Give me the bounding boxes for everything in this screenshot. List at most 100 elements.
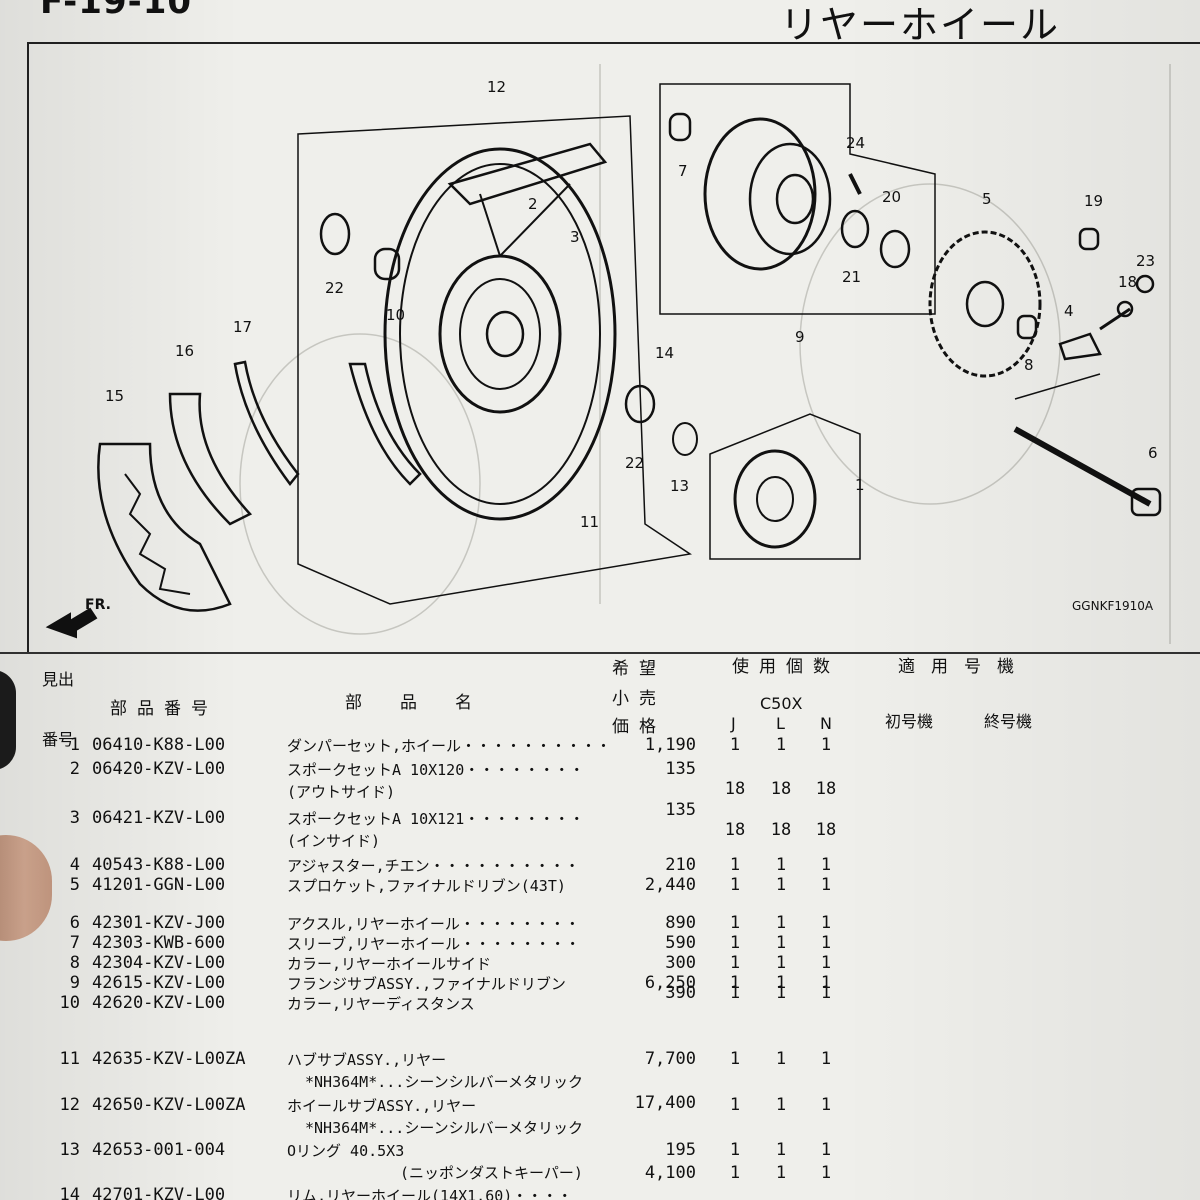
callout: 1 bbox=[855, 476, 865, 494]
qty-n: 1 bbox=[820, 1049, 832, 1069]
part-name: アジャスター,チエン・・・・・・・・・・ bbox=[287, 857, 580, 875]
price-header-1: 希望 bbox=[612, 659, 666, 679]
price: 1,190 bbox=[644, 735, 696, 755]
qty-j: 1 bbox=[729, 953, 741, 973]
stud-bolt bbox=[848, 173, 862, 195]
callout: 3 bbox=[570, 228, 580, 246]
callout: 22 bbox=[325, 279, 344, 297]
part-number: 42304-KZV-L00 bbox=[92, 953, 226, 973]
wheel-damper bbox=[733, 449, 817, 549]
ref-no: 11 bbox=[59, 1049, 80, 1069]
bearing bbox=[840, 209, 870, 249]
callout: 7 bbox=[678, 162, 688, 180]
final-driven-flange bbox=[703, 117, 832, 271]
qty-j: 18 bbox=[724, 779, 746, 799]
qty-n: 1 bbox=[820, 735, 832, 755]
callout: 20 bbox=[882, 188, 901, 206]
axle-head bbox=[1130, 487, 1162, 517]
callout: 11 bbox=[580, 513, 599, 531]
qty-l: 1 bbox=[775, 735, 787, 755]
model-header: C50X bbox=[760, 694, 803, 713]
qty-j: 1 bbox=[729, 983, 741, 1003]
callout: 2 bbox=[528, 195, 538, 213]
bleed-through-area bbox=[900, 700, 1200, 1200]
bearing bbox=[319, 212, 351, 256]
binder-ring bbox=[0, 670, 16, 770]
price: 890 bbox=[665, 913, 696, 933]
qty-n: 1 bbox=[820, 953, 832, 973]
qty-n: 18 bbox=[815, 779, 837, 799]
callout: 12 bbox=[487, 78, 506, 96]
chain-adjuster bbox=[1058, 332, 1102, 361]
qty-j: 1 bbox=[729, 913, 741, 933]
exploded-diagram: FR. GGNKF1910A 1 2 3 4 5 6 7 8 9 10 11 1… bbox=[30, 44, 1200, 650]
qty-l: 1 bbox=[775, 875, 787, 895]
qty-l: 1 bbox=[775, 983, 787, 1003]
part-name: フランジサブASSY.,ファイナルドリブン bbox=[287, 975, 566, 993]
qty-l: 1 bbox=[775, 973, 787, 993]
qty-j: 1 bbox=[729, 1049, 741, 1069]
part-name: ホイールサブASSY.,リヤー bbox=[287, 1097, 477, 1115]
front-arrow-icon bbox=[45, 607, 98, 639]
qty-l: 18 bbox=[770, 820, 792, 840]
part-number: 42701-KZV-L00 bbox=[92, 1185, 226, 1200]
ref-no: 6 bbox=[69, 913, 80, 933]
part-number: 42653-001-004 bbox=[92, 1140, 226, 1160]
nut bbox=[1116, 300, 1134, 318]
callout: 17 bbox=[233, 318, 252, 336]
qty-j: 1 bbox=[729, 973, 741, 993]
adjuster-bolt bbox=[1099, 307, 1131, 331]
qty-j: 1 bbox=[729, 1140, 741, 1160]
callout: 6 bbox=[1148, 444, 1158, 462]
part-number: 42615-KZV-L00 bbox=[92, 973, 226, 993]
price-header-2: 小売 bbox=[612, 689, 666, 709]
part-number-header: 部品番号 bbox=[110, 699, 218, 719]
sleeve bbox=[668, 112, 692, 142]
part-number: 42650-KZV-L00ZA bbox=[92, 1095, 246, 1115]
qty-j: 1 bbox=[729, 875, 741, 895]
price: 590 bbox=[665, 933, 696, 953]
qty-l: 1 bbox=[775, 1140, 787, 1160]
qty-n: 1 bbox=[820, 1140, 832, 1160]
part-name: アクスル,リヤーホイール・・・・・・・・ bbox=[287, 915, 580, 933]
qty-j: 1 bbox=[729, 855, 741, 875]
price: 17,400 bbox=[634, 1093, 696, 1113]
price: 390 bbox=[665, 983, 696, 1003]
callout: 22 bbox=[625, 454, 644, 472]
part-number: 06410-K88-L00 bbox=[92, 735, 226, 755]
part-name-line2: *NH364M*...シーンシルバーメタリック bbox=[305, 1119, 583, 1137]
callout: 4 bbox=[1064, 302, 1074, 320]
price: 195 bbox=[665, 1140, 696, 1160]
ref-no: 2 bbox=[69, 759, 80, 779]
page-code: F-19-10 bbox=[40, 0, 193, 22]
part-name-line2: *NH364M*...シーンシルバーメタリック bbox=[305, 1073, 583, 1091]
qty-l: 1 bbox=[775, 933, 787, 953]
last-serial-header: 終号機 bbox=[984, 712, 1033, 731]
qty-j: 1 bbox=[729, 1163, 741, 1183]
callout: 18 bbox=[1118, 273, 1137, 291]
sprocket bbox=[928, 230, 1042, 378]
qty-n: 1 bbox=[820, 855, 832, 875]
part-number: 42303-KWB-600 bbox=[92, 933, 226, 953]
col-j-header: J bbox=[731, 714, 736, 733]
part-name: リム,リヤーホイール(14X1.60)・・・・ bbox=[287, 1187, 573, 1200]
page-title: リヤーホイール bbox=[780, 3, 1061, 47]
nut bbox=[1135, 274, 1155, 294]
qty-l: 18 bbox=[770, 779, 792, 799]
table-top-rule bbox=[0, 652, 1200, 654]
side-collar bbox=[1016, 314, 1038, 340]
part-name: スポークセットA 10X121・・・・・・・・ bbox=[287, 810, 585, 828]
part-name-line2: (ニッポンダストキーパー) bbox=[400, 1164, 583, 1182]
ref-no: 8 bbox=[69, 953, 80, 973]
part-name-header: 部品名 bbox=[345, 693, 510, 713]
part-name: スポークセットA 10X120・・・・・・・・ bbox=[287, 761, 585, 779]
wheel-hub bbox=[438, 183, 571, 414]
axle bbox=[1013, 426, 1152, 507]
price: 135 bbox=[665, 759, 696, 779]
price: 4,100 bbox=[644, 1163, 696, 1183]
qty-n: 1 bbox=[820, 875, 832, 895]
col-n-header: N bbox=[820, 714, 832, 733]
price: 7,700 bbox=[644, 1049, 696, 1069]
callout: 8 bbox=[1024, 356, 1034, 374]
part-name: ハブサブASSY.,リヤー bbox=[287, 1051, 447, 1069]
